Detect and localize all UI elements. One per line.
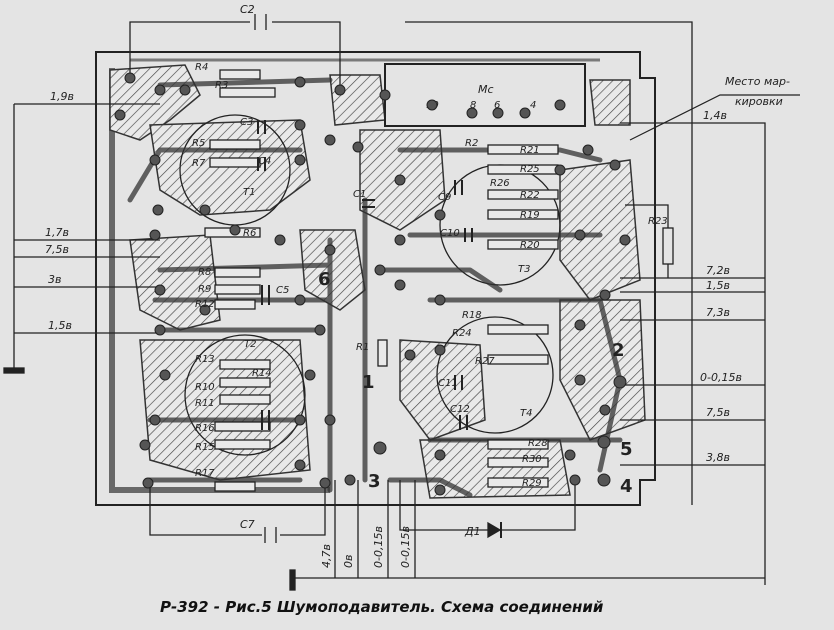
relay-pin-label: 4 [530,100,536,111]
pad-number: 2 [612,340,625,361]
resistor-label: R15 [195,442,215,453]
resistor-r23-wire [625,204,674,278]
resistor-label: R6 [243,228,256,239]
capacitor-label: C10 [440,228,460,239]
right-connection-wires [620,122,766,585]
right-voltage: 1,5в [706,279,730,292]
transistor-t4-outline [436,316,554,434]
resistor-label: R29 [522,478,542,489]
right-voltage: 7,3в [706,306,730,319]
resistor-label: R8 [198,267,211,278]
bottom-voltage: 4,7в [320,544,333,568]
capacitor-label: C12 [450,404,470,415]
pad-number: 4 [620,476,633,497]
capacitor-label: C1 [353,189,366,200]
bottom-connection-wires [289,480,765,591]
capacitor-c2-wire [129,14,341,90]
diode-label: Д1 [464,525,481,538]
right-voltage: 7,5в [706,406,730,419]
right-voltage: 0-0,15в [700,371,742,384]
capacitor-label: C9 [438,192,451,203]
marking-note-line2: кировки [735,95,783,108]
transistor-label: T4 [520,408,532,419]
figure-caption: Р-392 - Рис.5 Шумоподавитель. Схема соед… [160,598,604,616]
resistor-label: R26 [490,178,510,189]
bottom-voltage: 0в [342,555,355,568]
left-voltage: 1,7в [45,226,69,239]
resistor-label: R23 [648,216,668,227]
capacitor-label: C2 [240,3,255,16]
resistor-label: R1 [356,342,369,353]
resistor-label: R3 [215,80,228,91]
marking-leader [629,94,800,141]
bottom-voltage: 0-0,15в [399,526,412,568]
relay-label: Мс [478,83,494,96]
capacitor-c7-wire [149,480,326,543]
resistor-label: R28 [528,438,548,449]
right-voltage: 1,4в [703,109,727,122]
marking-note-line1: Место мар- [725,75,790,88]
resistor-label: R30 [522,454,542,465]
left-voltage: 1,9в [50,90,74,103]
left-voltage: 7,5в [45,243,69,256]
resistor-label: R7 [192,158,206,169]
copper-areas [109,64,646,499]
resistor-label: R25 [520,164,540,175]
solder-pads [114,72,631,496]
resistor-label: R12 [195,299,215,310]
resistor-label: R22 [520,190,540,201]
resistor-label: R20 [520,240,540,251]
pad-number: 3 [368,471,381,492]
top-right-wire [405,21,693,505]
resistor-label: R9 [198,284,211,295]
resistor-label: R11 [195,398,215,409]
resistor-label: R27 [475,356,495,367]
left-connection-wires [3,103,160,374]
capacitor-label: C4 [258,156,271,167]
resistor-label: R16 [195,423,215,434]
right-voltage: 3,8в [706,451,730,464]
resistor-label: R17 [195,468,215,479]
left-voltage: 3в [48,273,61,286]
resistor-label: R24 [452,328,472,339]
resistor-label: R13 [195,354,215,365]
resistor-label: R5 [192,138,205,149]
right-voltage: 7,2в [706,264,730,277]
resistor-label: R18 [462,310,482,321]
pad-number: 5 [620,439,633,460]
bottom-voltage: 0-0,15в [372,526,385,568]
capacitor-label: C5 [276,285,289,296]
transistor-label: T2 [244,339,256,350]
pad-number: 6 [318,269,331,290]
transistor-label: T1 [243,187,255,198]
transistor-t2-outline [184,334,306,456]
resistor-label: R14 [252,368,272,379]
relay-pin-label: 6 [494,100,500,111]
transistor-label: T3 [518,264,530,275]
resistor-label: R2 [465,138,478,149]
resistor-label: R4 [195,62,208,73]
resistor-label: R19 [520,210,540,221]
diode-d1-wire [399,480,576,539]
pad-number: 1 [362,372,375,393]
resistor-label: R10 [195,382,215,393]
left-voltage: 1,5в [48,319,72,332]
ground-bus-left [109,68,330,493]
capacitor-symbols [257,120,473,430]
capacitor-label: C7 [240,518,255,531]
resistor-bodies [204,69,559,492]
resistor-label: R21 [520,145,540,156]
relay-pin-label: 8 [470,100,476,111]
capacitor-label: C11 [438,378,458,389]
board-outline [95,51,656,506]
capacitor-label: C3 [240,117,253,128]
